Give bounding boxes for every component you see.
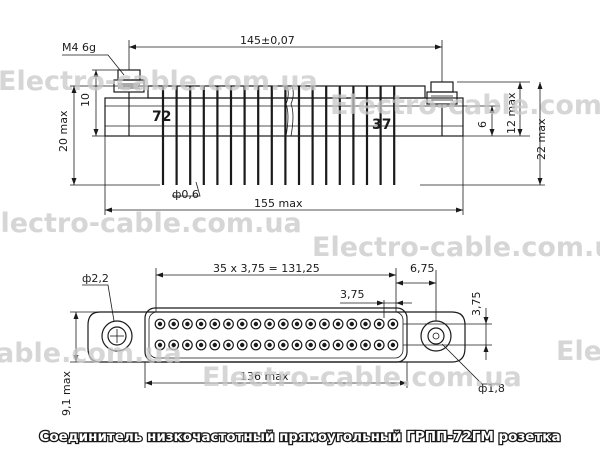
contact-core: [349, 321, 354, 327]
side-view: 72 37 M4 6g 145±0,07 10 20 max 6 12 max: [57, 34, 548, 215]
dim-375h-label: 3,75: [340, 288, 365, 301]
contact-core: [157, 321, 163, 327]
watermark-text: Electro-cable.com.ua: [312, 232, 600, 263]
pin-diameter-label: ф0,6: [172, 188, 199, 201]
contact-core: [363, 321, 368, 327]
contact-core: [171, 342, 176, 348]
contact-core: [281, 321, 286, 327]
thread-label: M4 6g: [62, 41, 96, 54]
contact-core: [377, 321, 382, 327]
contact-core: [349, 342, 354, 348]
contact-core: [390, 342, 396, 348]
dim-675-label: 6,75: [410, 262, 435, 275]
contact-core: [322, 321, 327, 327]
dim-22max-label: 22 max: [535, 118, 548, 160]
contact-core: [198, 342, 204, 348]
contact-core: [240, 321, 245, 327]
dim-20max-label: 20 max: [57, 110, 70, 152]
contact-core: [185, 342, 190, 348]
contact-core: [308, 321, 313, 327]
contact-core: [240, 342, 245, 348]
contact-core: [294, 321, 300, 327]
length-145-label: 145±0,07: [240, 34, 295, 47]
contact-core: [267, 342, 272, 348]
pin-label-72: 72: [152, 109, 171, 125]
contact-core: [212, 321, 217, 327]
pin-label-37: 37: [372, 117, 391, 133]
contact-core: [335, 321, 341, 327]
side-pins: [161, 86, 396, 185]
contact-core: [363, 342, 368, 348]
left-mounting-hole: [101, 320, 133, 352]
hole-diameter-label: ф2,2: [82, 272, 109, 285]
contact-core: [281, 342, 286, 348]
front-outline: [87, 311, 466, 363]
contact-core: [171, 321, 176, 327]
contact-core: [212, 342, 217, 348]
contact-core: [267, 321, 272, 327]
front-insert: [144, 307, 408, 363]
contact-core: [253, 342, 259, 348]
contact-core: [322, 342, 327, 348]
watermark-text: Electro-cable.com.ua: [0, 338, 182, 369]
contact-core: [390, 321, 396, 327]
caption: Соединитель низкочастотный прямоугольный…: [39, 429, 560, 445]
watermark-text: Electro-cable.com.ua: [556, 336, 600, 367]
dim-375v-label: 3,75: [470, 292, 483, 317]
contact-core: [198, 321, 204, 327]
contact-core: [377, 342, 382, 348]
watermark-text: Electro-cable.com.ua: [202, 362, 522, 393]
dim-10-label: 10: [79, 93, 92, 107]
contact-core: [226, 321, 231, 327]
contact-core: [335, 342, 341, 348]
hole-diameter-small-label: ф1,8: [478, 382, 505, 395]
contact-core: [308, 342, 313, 348]
contact-core: [226, 342, 231, 348]
length-155max-label: 155 max: [254, 197, 303, 210]
dim-12max-label: 12 max: [505, 92, 518, 134]
front-view: ф2,2 35 x 3,75 = 131,25 6,75 3,75 3,75 9…: [60, 262, 505, 416]
contact-core: [253, 321, 259, 327]
pitch-total-label: 35 x 3,75 = 131,25: [213, 262, 320, 275]
right-mounting-hole: [420, 320, 452, 352]
length-136max-label: 136 max: [240, 370, 289, 383]
contact-core: [185, 321, 190, 327]
contact-core: [157, 342, 163, 348]
dim-6-label: 6: [476, 121, 489, 128]
contact-core: [294, 342, 300, 348]
front-contacts: [154, 318, 399, 351]
watermark-text: Electro-cable.com.ua: [330, 90, 600, 121]
watermark-text: Electro-cable.com.ua: [0, 66, 318, 97]
watermarks: Electro-cable.com.ua Electro-cable.com.u…: [0, 66, 600, 393]
dim-91max-label: 9,1 max: [60, 371, 73, 416]
watermark-text: Electro-cable.com.ua: [0, 208, 302, 239]
